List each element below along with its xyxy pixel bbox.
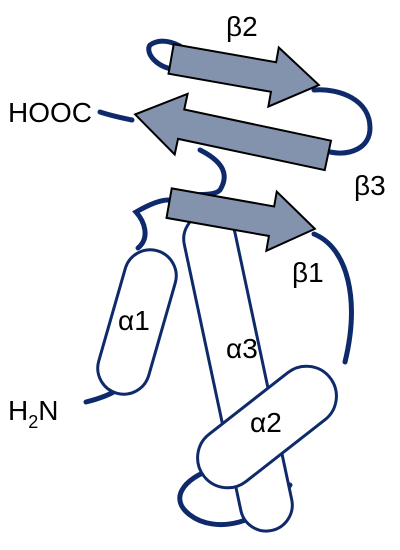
loop-to-beta2 <box>146 38 183 73</box>
n-terminus-subscript: 2 <box>28 412 38 432</box>
strand-beta3 <box>133 92 333 172</box>
helix-alpha1 <box>96 248 178 396</box>
label-n-terminus: H2N <box>8 395 58 432</box>
label-alpha1: α1 <box>118 305 150 336</box>
strand-beta2 <box>167 43 321 109</box>
label-c-terminus: HOOC <box>8 97 92 128</box>
label-alpha3: α3 <box>226 333 258 364</box>
strand-beta1 <box>165 187 317 253</box>
c-terminus-tail <box>97 109 135 123</box>
loop-beta1-alpha2 <box>311 231 354 365</box>
label-beta1: β1 <box>292 257 324 288</box>
label-alpha2: α2 <box>250 407 282 438</box>
label-beta2: β2 <box>226 11 258 42</box>
loop-alpha3-beta2 <box>187 147 227 198</box>
n-terminus-n: N <box>38 395 58 426</box>
loop-beta2-beta3 <box>311 87 373 156</box>
loop-alpha1-beta1 <box>132 197 171 251</box>
label-beta3: β3 <box>354 170 386 201</box>
helix-alpha2 <box>196 364 338 490</box>
n-terminus-h: H <box>8 395 28 426</box>
